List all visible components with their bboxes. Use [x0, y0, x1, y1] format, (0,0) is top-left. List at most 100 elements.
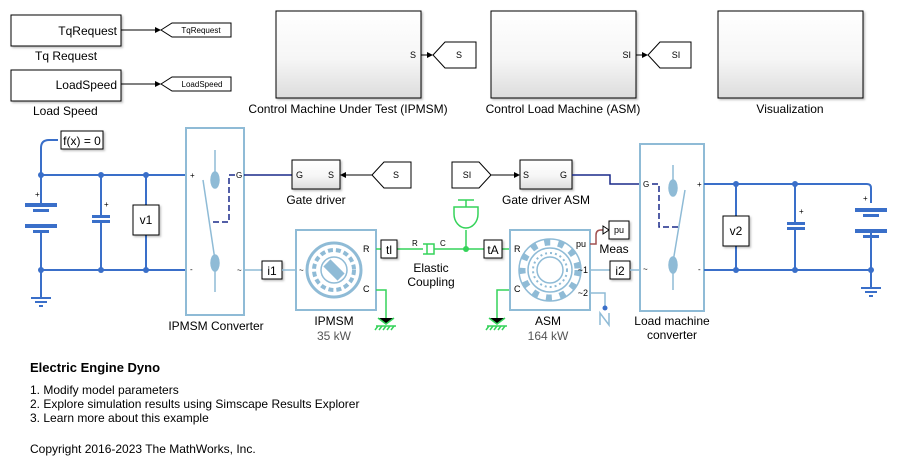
- svg-text:~: ~: [299, 266, 304, 275]
- gate-signal-line: [572, 174, 642, 185]
- svg-text:C: C: [440, 239, 446, 248]
- svg-text:SI: SI: [622, 50, 631, 60]
- arrow-icon: [514, 172, 520, 178]
- from-s-tag[interactable]: S: [371, 161, 412, 189]
- svg-text:S: S: [393, 170, 399, 180]
- left-capacitor-icon[interactable]: +: [92, 200, 110, 223]
- svg-text:G: G: [296, 170, 303, 180]
- control-asm-goto[interactable]: SI: [647, 41, 692, 69]
- svg-text:+: +: [697, 180, 702, 189]
- svg-text:pu: pu: [614, 225, 624, 235]
- ta-torque-sensor[interactable]: tA: [483, 239, 503, 259]
- asm-rating: 164 kW: [528, 329, 569, 343]
- tq-request-output-label: TqRequest: [58, 24, 117, 38]
- right-capacitor-icon[interactable]: +: [787, 207, 805, 230]
- left-battery-icon[interactable]: +: [25, 190, 57, 233]
- coupling-label-2: Coupling: [407, 275, 454, 289]
- v1-voltage-sensor[interactable]: v1: [132, 204, 160, 236]
- ipmsm-label: IPMSM: [314, 314, 353, 328]
- arrow-icon: [427, 52, 433, 58]
- i2-current-sensor[interactable]: i2: [609, 260, 631, 280]
- meas-label: Meas: [599, 242, 628, 256]
- neutral-icon: [599, 310, 610, 328]
- copyright-text: Copyright 2016-2023 The MathWorks, Inc.: [30, 442, 256, 456]
- learn-more-link[interactable]: 3. Learn more about this example: [30, 411, 209, 425]
- load-speed-goto[interactable]: LoadSpeed: [160, 76, 232, 92]
- v2-voltage-sensor[interactable]: v2: [722, 215, 750, 247]
- svg-text:G: G: [643, 180, 649, 189]
- svg-text:R: R: [412, 239, 418, 248]
- svg-text:SI: SI: [463, 170, 472, 180]
- gate-driver-asm-label: Gate driver ASM: [502, 193, 590, 207]
- load-converter-label-2: converter: [647, 328, 697, 342]
- ipmsm-converter-block[interactable]: + - G ~: [185, 127, 245, 316]
- svg-text:v2: v2: [730, 224, 743, 238]
- svg-text:SI: SI: [672, 50, 681, 60]
- tl-torque-sensor[interactable]: tl: [380, 239, 398, 259]
- tq-request-goto[interactable]: TqRequest: [160, 22, 232, 38]
- right-battery-icon[interactable]: +: [855, 194, 887, 238]
- svg-text:~: ~: [237, 266, 242, 275]
- visualization-subsystem[interactable]: [717, 10, 864, 99]
- neutral-node: [602, 305, 608, 311]
- svg-text:v1: v1: [140, 213, 153, 227]
- from-si-tag[interactable]: SI: [451, 161, 492, 189]
- control-ipmsm-goto[interactable]: S: [432, 41, 477, 69]
- right-ground-icon: [861, 287, 881, 297]
- visualization-label: Visualization: [756, 102, 823, 116]
- svg-text:G: G: [236, 171, 242, 180]
- svg-text:S: S: [410, 50, 416, 60]
- svg-text:+: +: [35, 190, 40, 199]
- svg-text:-: -: [698, 265, 701, 274]
- ipmsm-rating: 35 kW: [317, 329, 352, 343]
- svg-text:-: -: [190, 265, 193, 274]
- load-converter-block[interactable]: G ~ + -: [639, 143, 705, 312]
- svg-text:~1: ~1: [578, 265, 588, 275]
- pu-outport[interactable]: pu: [608, 220, 630, 240]
- svg-text:tA: tA: [487, 243, 498, 257]
- junction-dots: [733, 181, 874, 273]
- control-ipmsm-subsystem[interactable]: S: [275, 10, 422, 99]
- asm-block[interactable]: R C pu ~1 ~2: [509, 229, 591, 311]
- modify-parameters-link[interactable]: 1. Modify model parameters: [30, 383, 179, 397]
- tq-request-label: Tq Request: [35, 49, 98, 63]
- i1-current-sensor[interactable]: i1: [261, 260, 283, 280]
- svg-text:+: +: [799, 207, 804, 216]
- svg-text:R: R: [514, 244, 521, 254]
- physical-signal-line: [590, 229, 603, 245]
- load-speed-block[interactable]: LoadSpeed: [10, 69, 122, 102]
- svg-text:C: C: [514, 284, 521, 294]
- svg-text:C: C: [363, 284, 370, 294]
- load-speed-output-label: LoadSpeed: [56, 78, 117, 92]
- neutral-line: [590, 292, 606, 308]
- control-asm-subsystem[interactable]: SI: [490, 10, 637, 99]
- control-ipmsm-label: Control Machine Under Test (IPMSM): [248, 102, 447, 116]
- gate-driver-block[interactable]: G S: [291, 159, 341, 190]
- arrow-icon: [155, 81, 161, 87]
- elastic-coupling-block[interactable]: R C: [412, 239, 446, 255]
- ipmsm-block[interactable]: ~ R C: [295, 229, 377, 311]
- svg-text:R: R: [363, 244, 370, 254]
- svg-text:~: ~: [643, 265, 648, 274]
- gate-driver-asm-block[interactable]: S G: [519, 159, 573, 190]
- asm-ground-icon: [485, 317, 507, 331]
- mechanical-lines: [376, 230, 510, 318]
- inertia-icon[interactable]: [453, 199, 479, 229]
- svg-text:i1: i1: [267, 264, 277, 278]
- svg-text:f(x) = 0: f(x) = 0: [63, 134, 101, 148]
- svg-text:LoadSpeed: LoadSpeed: [182, 80, 223, 89]
- arrow-icon: [642, 52, 648, 58]
- svg-text:TqRequest: TqRequest: [181, 26, 221, 35]
- arrow-icon: [340, 172, 346, 178]
- coupling-label-1: Elastic: [413, 261, 448, 275]
- solver-config-block[interactable]: f(x) = 0: [60, 130, 104, 150]
- svg-text:+: +: [104, 200, 109, 209]
- left-dc-circuit: [40, 139, 190, 298]
- control-asm-label: Control Load Machine (ASM): [486, 102, 641, 116]
- explore-results-link[interactable]: 2. Explore simulation results using Sims…: [30, 397, 360, 411]
- tq-request-block[interactable]: TqRequest: [10, 14, 122, 47]
- load-speed-label: Load Speed: [33, 104, 98, 118]
- arrow-icon: [602, 225, 610, 235]
- junction-dots: [38, 172, 149, 273]
